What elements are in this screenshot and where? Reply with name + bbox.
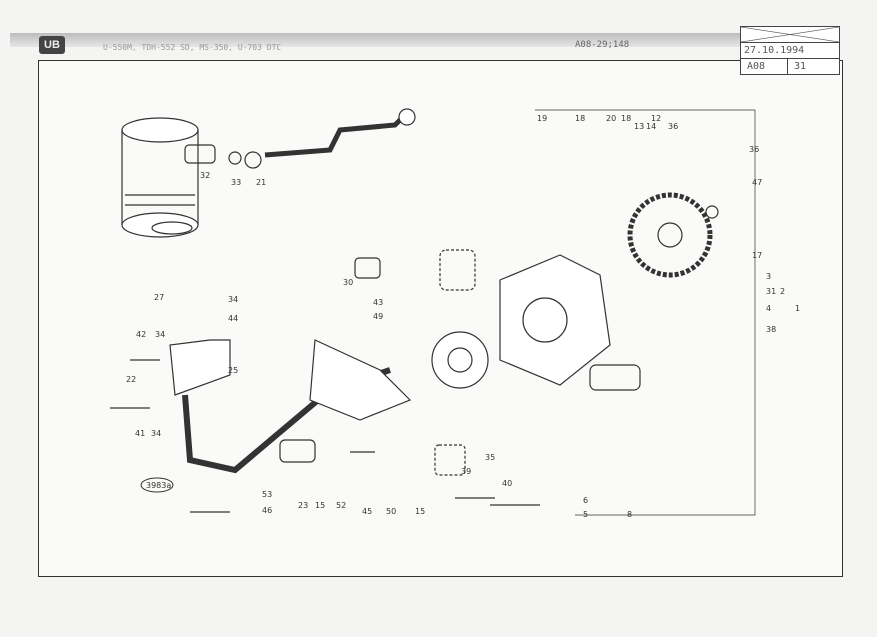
callout-3: 3 [766,272,771,281]
callout-34: 34 [151,429,161,438]
figure-code-oval [140,477,174,493]
callout-52: 52 [336,501,346,510]
callout-53: 53 [262,490,272,499]
callout-42: 42 [136,330,146,339]
diagram-frame [38,60,843,577]
callout-19: 19 [537,114,547,123]
callout-21: 21 [256,178,266,187]
manufacturer-logo: UB [39,36,65,54]
oil-pipe [264,113,407,158]
callout-34: 34 [228,295,238,304]
pump-housing [499,254,611,386]
callout-5: 5 [583,510,588,519]
callout-47: 47 [752,178,762,187]
callout-41: 41 [135,429,145,438]
callout-38: 38 [766,325,776,334]
callout-50: 50 [386,507,396,516]
stamp-group: A08 [741,59,788,74]
callout-27: 27 [154,293,164,302]
callout-39: 39 [461,467,471,476]
callout-31: 31 [766,287,776,296]
callout-36: 36 [668,122,678,131]
callout-17: 17 [752,251,762,260]
callout-8: 8 [627,510,632,519]
callout-18: 18 [575,114,585,123]
document-number: A08-29;148 [575,40,630,50]
callout-45: 45 [362,507,372,516]
callout-14: 14 [646,122,656,131]
figure-code: 3983a [146,481,171,490]
callout-46: 46 [262,506,272,515]
callout-35: 35 [485,453,495,462]
callout-6: 6 [583,496,588,505]
callout-25: 25 [228,366,238,375]
callout-49: 49 [373,312,383,321]
callout-4: 4 [766,304,771,313]
callout-36: 36 [749,145,759,154]
callout-33: 33 [231,178,241,187]
callout-2: 2 [780,287,785,296]
scan-header-band [10,33,840,47]
callout-18: 18 [621,114,631,123]
callout-43: 43 [373,298,383,307]
callout-32: 32 [200,171,210,180]
callout-23: 23 [298,501,308,510]
callout-40: 40 [502,479,512,488]
callout-13: 13 [634,122,644,131]
callout-44: 44 [228,314,238,323]
callout-1: 1 [795,304,800,313]
oil-filter [121,117,199,238]
model-list: U-550M, TDH-552 SD, MS-350, U-703 DTC [103,43,282,52]
callout-15: 15 [415,507,425,516]
stamp-page: 31 [794,61,807,72]
callout-15: 15 [315,501,325,510]
crossed-out-field [741,27,839,43]
callout-30: 30 [343,278,353,287]
title-stamp: 27.10.1994 A08 31 [740,26,840,75]
drive-gear [627,192,713,278]
callout-22: 22 [126,375,136,384]
callout-20: 20 [606,114,616,123]
stamp-date: 27.10.1994 [741,43,839,59]
callout-34: 34 [155,330,165,339]
callout-12: 12 [651,114,661,123]
